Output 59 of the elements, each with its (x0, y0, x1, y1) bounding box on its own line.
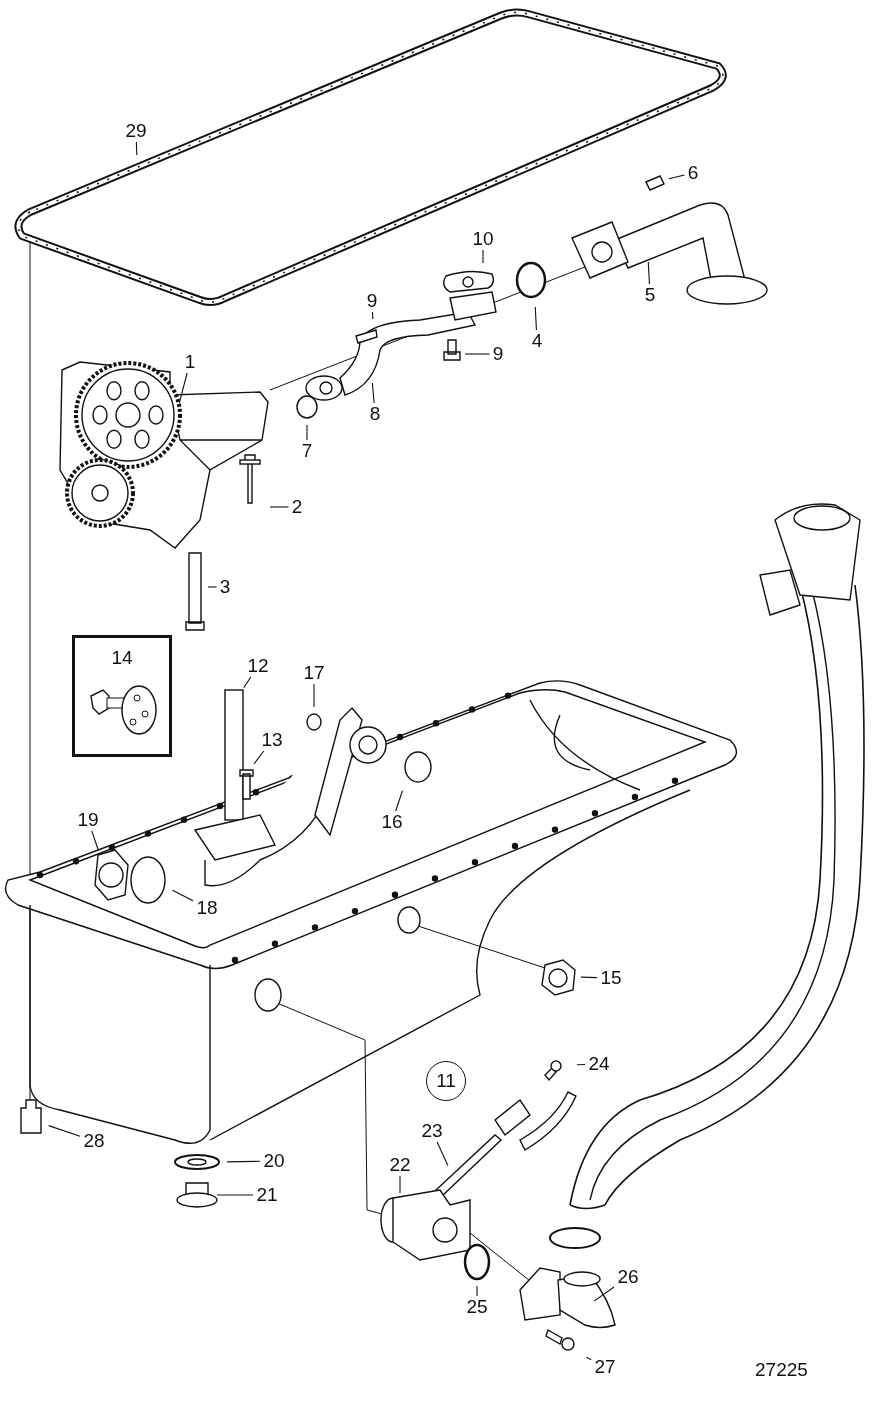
callout-number: 25 (464, 1297, 490, 1317)
leader-line (91, 830, 99, 851)
drawing-number: 27225 (755, 1359, 808, 1381)
callout-number: 21 (254, 1185, 280, 1205)
leader-line (253, 750, 265, 765)
leader-line (243, 676, 252, 689)
callout-number: 5 (642, 285, 658, 305)
callout-number: 8 (367, 404, 383, 424)
callout-number: 29 (123, 121, 149, 141)
leader-line (371, 382, 375, 404)
leader-line (306, 424, 308, 441)
leader-line (48, 1125, 81, 1137)
callout-number: 28 (81, 1131, 107, 1151)
leader-line (313, 683, 315, 708)
callout-number: 12 (245, 656, 271, 676)
callout-number: 24 (586, 1054, 612, 1074)
callout-number: 27 (592, 1357, 618, 1377)
callout-number: 15 (598, 968, 624, 988)
leader-line (668, 174, 686, 180)
leader-line (216, 1194, 254, 1196)
leader-line (171, 889, 194, 902)
callout-number: 6 (685, 163, 701, 183)
leader-line (593, 1286, 615, 1302)
leader-line (534, 306, 537, 331)
leader-line (576, 1063, 586, 1066)
leader-line (135, 141, 138, 156)
leader-line (371, 311, 374, 320)
callout-number: 19 (75, 810, 101, 830)
leader-line (647, 261, 650, 285)
leader-line (178, 372, 188, 404)
callout-number: 2 (289, 497, 305, 517)
callout-number: 13 (259, 730, 285, 750)
callout-number: 4 (529, 331, 545, 351)
callout-number: 17 (301, 663, 327, 683)
callout-number: 26 (615, 1267, 641, 1287)
leader-line (399, 1175, 401, 1194)
callout-number: 20 (261, 1151, 287, 1171)
callout-number: 22 (387, 1155, 413, 1175)
leader-line (585, 1356, 592, 1361)
leader-line (464, 353, 491, 355)
callout-number: 10 (470, 229, 496, 249)
callout-number: 7 (299, 441, 315, 461)
leader-line (395, 790, 403, 812)
callout-number: 1 (182, 352, 198, 372)
leader-line (269, 506, 290, 508)
leader-line (207, 586, 218, 588)
leader-line (580, 976, 598, 979)
callout-number: 23 (419, 1121, 445, 1141)
leader-line (476, 1285, 478, 1297)
leader-line (482, 249, 484, 264)
callout-number: 3 (217, 577, 233, 597)
leader-line (226, 1160, 261, 1163)
callout-number: 14 (110, 648, 134, 668)
inset-frame (72, 635, 172, 757)
callout-number: 9 (490, 344, 506, 364)
callout-number: 9 (364, 291, 380, 311)
callout-number: 18 (194, 898, 220, 918)
leader-line (436, 1141, 449, 1166)
callout-number: 16 (379, 812, 405, 832)
